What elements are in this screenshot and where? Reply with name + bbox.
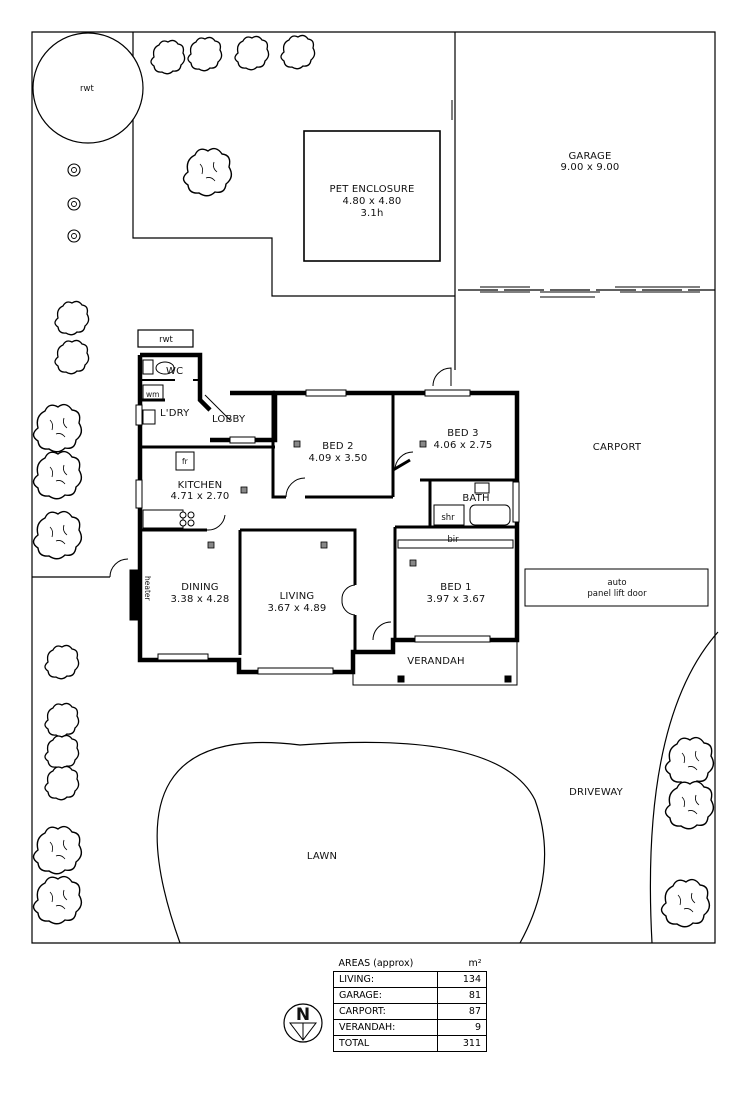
site-boundary: [31, 31, 719, 944]
table-row: VERANDAH: 9: [333, 1019, 487, 1036]
bed2-label: BED 2: [322, 441, 353, 452]
garage-label: GARAGE: [568, 151, 611, 162]
fixtures: [129, 359, 514, 621]
heater-label: heater: [143, 576, 152, 602]
wc-label: WC: [166, 366, 183, 377]
bath-label: BATH: [462, 493, 489, 504]
bed3-dims: 4.06 x 2.75: [433, 440, 492, 451]
living-dims: 3.67 x 4.89: [267, 603, 326, 614]
left-flowers: [67, 163, 81, 243]
area-value: 134: [437, 971, 487, 988]
north-label: N: [296, 1005, 310, 1025]
kitchen-dims: 4.71 x 2.70: [170, 491, 229, 502]
living-label: LIVING: [280, 591, 315, 602]
verandah: [352, 640, 518, 686]
bir-label: bir: [447, 535, 459, 545]
carport-label: CARPORT: [593, 442, 642, 453]
auto-door-label-1: auto: [607, 578, 626, 588]
pet-enclosure-dims: 4.80 x 4.80: [342, 196, 401, 207]
kitchen-label: KITCHEN: [178, 480, 223, 491]
verandah-label: VERANDAH: [407, 656, 465, 667]
area-value: 9: [437, 1019, 487, 1036]
total-name: TOTAL: [333, 1035, 438, 1052]
bed1-label: BED 1: [440, 582, 471, 593]
driveway-shrubs: [660, 736, 715, 928]
areas-table: AREAS (approx) m² LIVING: 134 GARAGE: 81…: [333, 956, 487, 1052]
area-name: VERANDAH:: [333, 1019, 438, 1036]
table-row: GARAGE: 81: [333, 987, 487, 1004]
area-name: CARPORT:: [333, 1003, 438, 1020]
left-shrubs: [32, 300, 90, 925]
north-arrow: N: [283, 1003, 323, 1043]
house-walls: [137, 352, 520, 675]
garage-dims: 9.00 x 9.00: [560, 162, 619, 173]
top-shrubs: [150, 34, 316, 197]
rwt-tank-label: rwt: [159, 335, 173, 345]
light-markers: [207, 440, 427, 567]
door-swings: [109, 367, 452, 641]
lobby-label: LOBBY: [212, 414, 246, 425]
area-value: 87: [437, 1003, 487, 1020]
pet-enclosure: [303, 130, 441, 262]
table-row: LIVING: 134: [333, 971, 487, 988]
dining-label: DINING: [181, 582, 219, 593]
area-name: GARAGE:: [333, 987, 438, 1004]
rwt-tree-label: rwt: [80, 84, 94, 94]
wm-label: wm: [146, 390, 159, 399]
table-row: CARPORT: 87: [333, 1003, 487, 1020]
pet-enclosure-label: PET ENCLOSURE: [329, 184, 414, 195]
pet-enclosure-height: 3.1h: [360, 208, 383, 219]
bed3-label: BED 3: [447, 428, 478, 439]
total-row: TOTAL 311: [333, 1035, 487, 1052]
auto-door-label-2: panel lift door: [587, 589, 647, 599]
total-value: 311: [437, 1035, 487, 1052]
windows: [135, 389, 520, 675]
laundry-label: L'DRY: [160, 408, 190, 419]
rainwater-tank: [137, 329, 194, 348]
rainwater-tank-circle: [32, 32, 144, 144]
areas-title: AREAS (approx): [333, 956, 438, 972]
areas-unit: m²: [437, 956, 487, 972]
lawn-label: LAWN: [307, 851, 337, 862]
auto-panel-lift-door: [524, 568, 709, 607]
dining-dims: 3.38 x 4.28: [170, 594, 229, 605]
garage-door-marks: [451, 100, 700, 298]
area-name: LIVING:: [333, 971, 438, 988]
shower-label: shr: [441, 513, 455, 523]
bed1-dims: 3.97 x 3.67: [426, 594, 485, 605]
areas-header-row: AREAS (approx) m²: [333, 956, 487, 972]
driveway-label: DRIVEWAY: [569, 787, 624, 798]
bed2-dims: 4.09 x 3.50: [308, 453, 367, 464]
fridge-label: fr: [182, 457, 189, 466]
area-value: 81: [437, 987, 487, 1004]
